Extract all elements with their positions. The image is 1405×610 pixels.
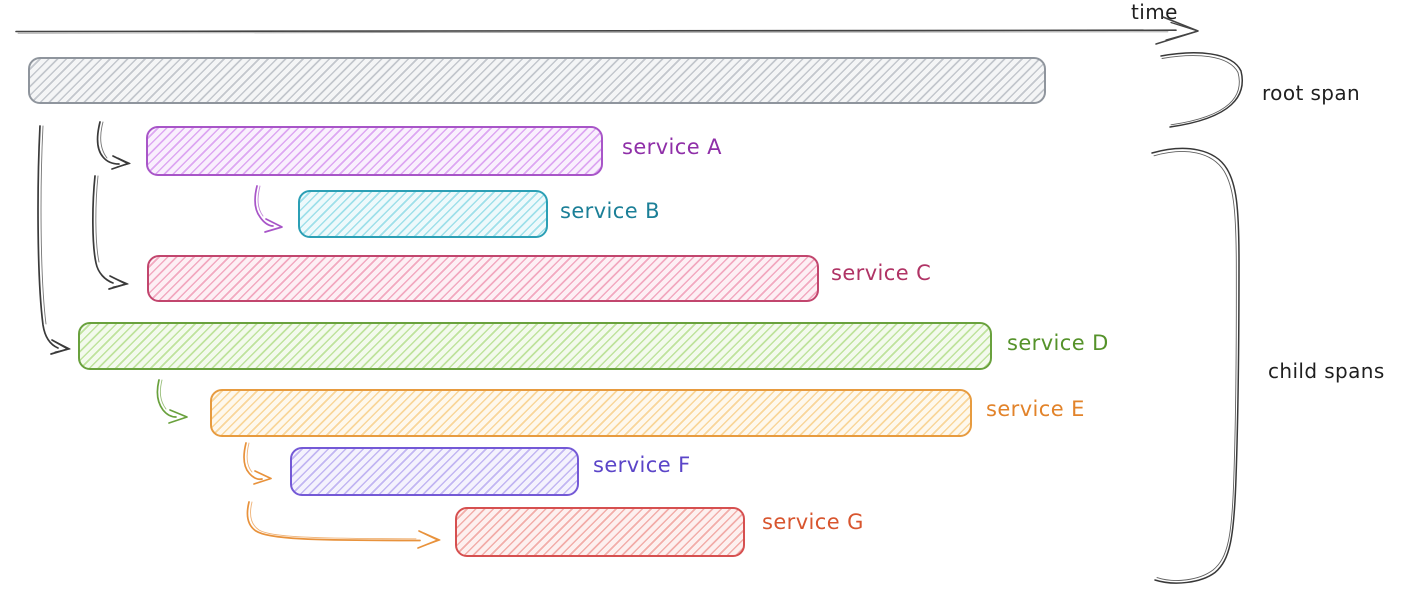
child-brace-label: child spans xyxy=(1268,359,1385,383)
arrow-service-d-to-e xyxy=(156,379,188,424)
service-f-span-bar xyxy=(290,447,579,496)
service-c-span-bar xyxy=(147,255,819,302)
service-g-label: service G xyxy=(762,510,864,534)
service-d-span-bar xyxy=(78,322,992,370)
service-f-label: service F xyxy=(593,453,691,477)
service-a-span-bar xyxy=(146,126,603,176)
arrow-service-e-to-f xyxy=(243,442,272,485)
arrow-service-e-to-g xyxy=(246,501,441,549)
arrow-root-to-service-d xyxy=(37,125,71,355)
service-g-span-bar xyxy=(455,507,745,557)
root-span-brace xyxy=(1160,52,1243,128)
root-brace-label: root span xyxy=(1262,81,1361,105)
service-e-span-bar xyxy=(210,389,972,437)
service-b-span-bar xyxy=(298,190,548,238)
service-c-label: service C xyxy=(831,261,932,285)
child-spans-brace xyxy=(1151,147,1240,584)
service-d-label: service D xyxy=(1007,331,1109,355)
service-b-label: service B xyxy=(560,199,660,223)
service-a-label: service A xyxy=(622,135,722,159)
arrow-root-to-service-c xyxy=(92,175,129,290)
arrow-root-to-service-a xyxy=(96,121,131,170)
time-axis-label: time xyxy=(1131,0,1178,24)
arrow-service-a-to-b xyxy=(254,185,283,233)
root-span-bar xyxy=(28,57,1046,104)
time-axis-arrow xyxy=(15,16,1199,45)
service-e-label: service E xyxy=(986,397,1085,421)
